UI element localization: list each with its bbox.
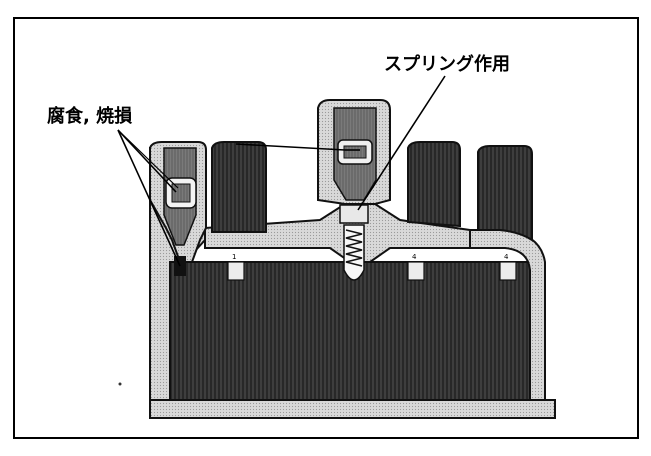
callout-corrosion-burn: 腐食, 焼損 [47,105,181,267]
spring-coil [345,229,363,267]
terminal-3 [499,261,517,281]
tower-4 [407,141,461,228]
terminal-mark-2: 4 [412,253,417,261]
scan-dot [118,382,122,386]
distributor-cap: 1 4 4 [149,99,556,419]
terminal-mark-3: 4 [504,253,509,261]
callout-label-corrosion: 腐食, 焼損 [47,105,133,127]
terminal-1 [227,261,245,281]
figure-frame [13,17,639,439]
callout-label-spring: スプリング作用 [384,53,510,75]
tower-2 [211,141,267,233]
center-spring-assembly [339,204,369,281]
terminal-2 [407,261,425,281]
cap-flange [149,399,556,419]
cap-lower-body [149,261,556,419]
terminal-mark-1: 1 [232,253,236,261]
callout-spring-action: スプリング作用 [235,53,510,211]
tower-5 [477,145,533,242]
